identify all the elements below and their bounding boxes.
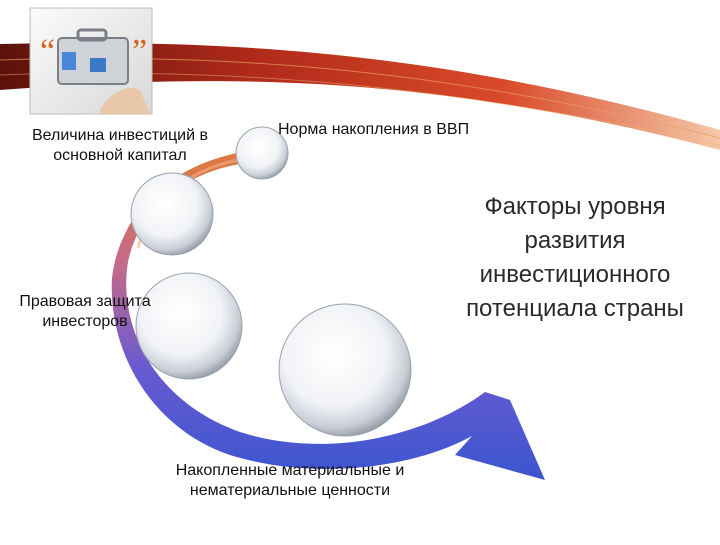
diagram-title: Факторы уровня развития инвестиционного …	[466, 193, 684, 322]
briefcase-photo: “ ”	[29, 7, 153, 115]
label-capital-investment: Величина инвестиций в основной капитал	[31, 127, 208, 164]
label-savings-rate: Норма накопления в ВВП	[278, 121, 470, 138]
sphere-4	[278, 303, 412, 437]
sphere-2	[130, 172, 214, 256]
sphere-3	[135, 272, 243, 380]
svg-text:”: ”	[132, 33, 147, 70]
svg-text:“: “	[40, 33, 55, 70]
sphere-1	[235, 126, 289, 180]
label-accumulated-values: Накопленные материальные и нематериальны…	[175, 462, 405, 499]
label-investor-protection: Правовая защита инвесторов	[19, 293, 151, 330]
